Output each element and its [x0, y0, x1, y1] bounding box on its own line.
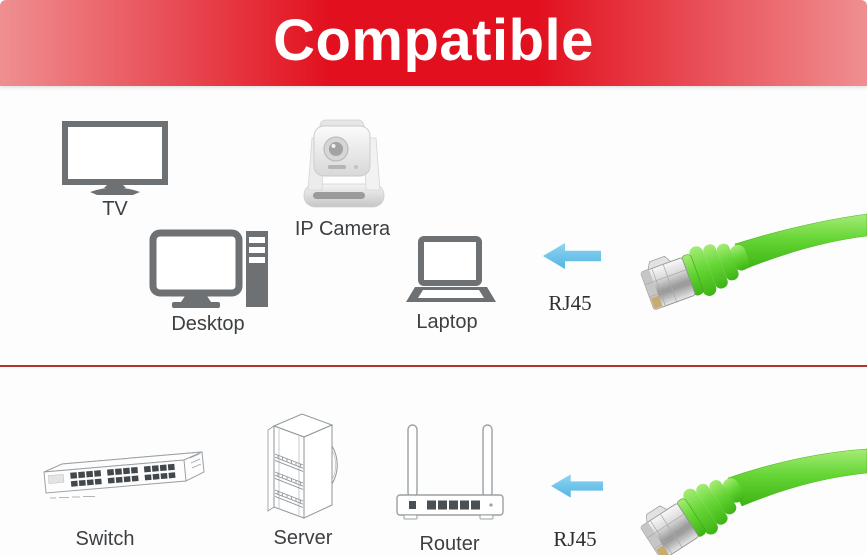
device-label-switch: Switch	[75, 528, 135, 550]
divider-line	[0, 365, 867, 367]
switch-icon	[43, 451, 205, 499]
tv-icon	[62, 121, 168, 195]
rj45-label-top: RJ45	[548, 291, 592, 315]
device-label-ip-camera: IP Camera	[294, 218, 391, 240]
left-arrow-icon	[551, 474, 603, 498]
device-label-desktop: Desktop	[171, 313, 245, 335]
device-label-laptop: Laptop	[416, 311, 478, 333]
laptop-icon	[406, 236, 496, 302]
device-label-router: Router	[419, 533, 480, 555]
banner-title: Compatible	[273, 8, 594, 73]
router-icon	[396, 424, 504, 520]
ip-camera-icon	[303, 119, 385, 208]
rj45-label-bottom: RJ45	[553, 527, 597, 551]
server-icon	[267, 413, 338, 519]
device-label-tv: TV	[102, 198, 128, 220]
ethernet-cable-image-top	[640, 213, 867, 311]
ethernet-cable-image-bottom	[640, 448, 867, 555]
left-arrow-icon	[543, 243, 601, 269]
banner: Compatible	[0, 0, 867, 86]
device-label-server: Server	[273, 527, 333, 549]
desktop-icon	[149, 229, 268, 308]
